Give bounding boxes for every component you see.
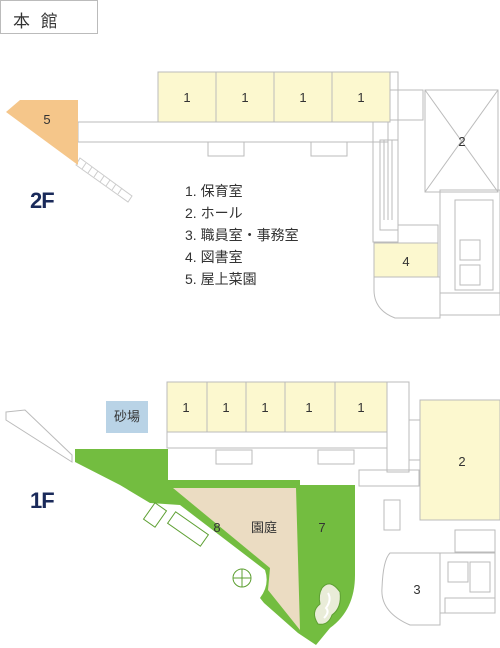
1f-yard-sand bbox=[173, 488, 300, 630]
1f-nursery-room bbox=[334, 381, 388, 433]
1f-hall bbox=[419, 399, 500, 521]
1f-office-label: 3 bbox=[413, 582, 420, 597]
floor-label-1f: 1F bbox=[30, 488, 55, 516]
1f-nursery-rooms bbox=[166, 381, 388, 433]
1f-room-label: 1 bbox=[261, 400, 268, 415]
1f-nursery-room bbox=[206, 381, 247, 433]
legend-item: 3. 職員室・事務室 bbox=[185, 227, 299, 243]
1f-yard-8-label: 8 bbox=[213, 520, 220, 535]
2f-rooftop-garden bbox=[6, 100, 78, 165]
2f-stairs bbox=[75, 157, 133, 203]
1f-corridor bbox=[166, 429, 388, 449]
2f-nursery-room bbox=[215, 71, 275, 123]
room-legend: 1. 保育室 2. ホール 3. 職員室・事務室 4. 図書室 5. 屋上菜園 bbox=[185, 180, 299, 290]
legend-item: 5. 屋上菜園 bbox=[185, 271, 257, 287]
building-title: 本 館 bbox=[13, 12, 61, 31]
2f-hall bbox=[424, 89, 499, 193]
1f-yard-7-label: 7 bbox=[318, 520, 325, 535]
1f-yard-center-label: 園庭 bbox=[251, 520, 277, 535]
1f-room-label: 1 bbox=[182, 400, 189, 415]
sandbox-label: 砂場 bbox=[106, 401, 148, 433]
1f-room-label: 1 bbox=[222, 400, 229, 415]
2f-nursery-room bbox=[273, 71, 333, 123]
building-title-box: 本 館 bbox=[0, 0, 98, 34]
2f-rooftop-label: 5 bbox=[43, 112, 50, 127]
legend-item: 2. ホール bbox=[185, 205, 243, 221]
2f-room-label: 1 bbox=[299, 90, 306, 105]
2f-room-label: 1 bbox=[183, 90, 190, 105]
1f-hall-label: 2 bbox=[458, 454, 465, 469]
2f-nursery-rooms bbox=[157, 71, 391, 123]
2f-room-label: 1 bbox=[357, 90, 364, 105]
2f-library bbox=[373, 242, 439, 278]
1f-room-label: 1 bbox=[305, 400, 312, 415]
2f-office-curve bbox=[373, 276, 441, 319]
1f-nursery-room bbox=[284, 381, 336, 433]
2f-hall-label: 2 bbox=[458, 134, 465, 149]
1f-yard-green bbox=[75, 449, 355, 645]
1f-room-label: 1 bbox=[357, 400, 364, 415]
2f-corridor bbox=[77, 121, 389, 143]
legend-item: 4. 図書室 bbox=[185, 249, 243, 265]
1f-office-curve bbox=[381, 552, 441, 626]
floor-label-2f: 2F bbox=[30, 188, 55, 216]
2f-nursery-room bbox=[331, 71, 391, 123]
2f-library-label: 4 bbox=[402, 254, 409, 269]
2f-room-label: 1 bbox=[241, 90, 248, 105]
legend-item: 1. 保育室 bbox=[185, 183, 243, 199]
